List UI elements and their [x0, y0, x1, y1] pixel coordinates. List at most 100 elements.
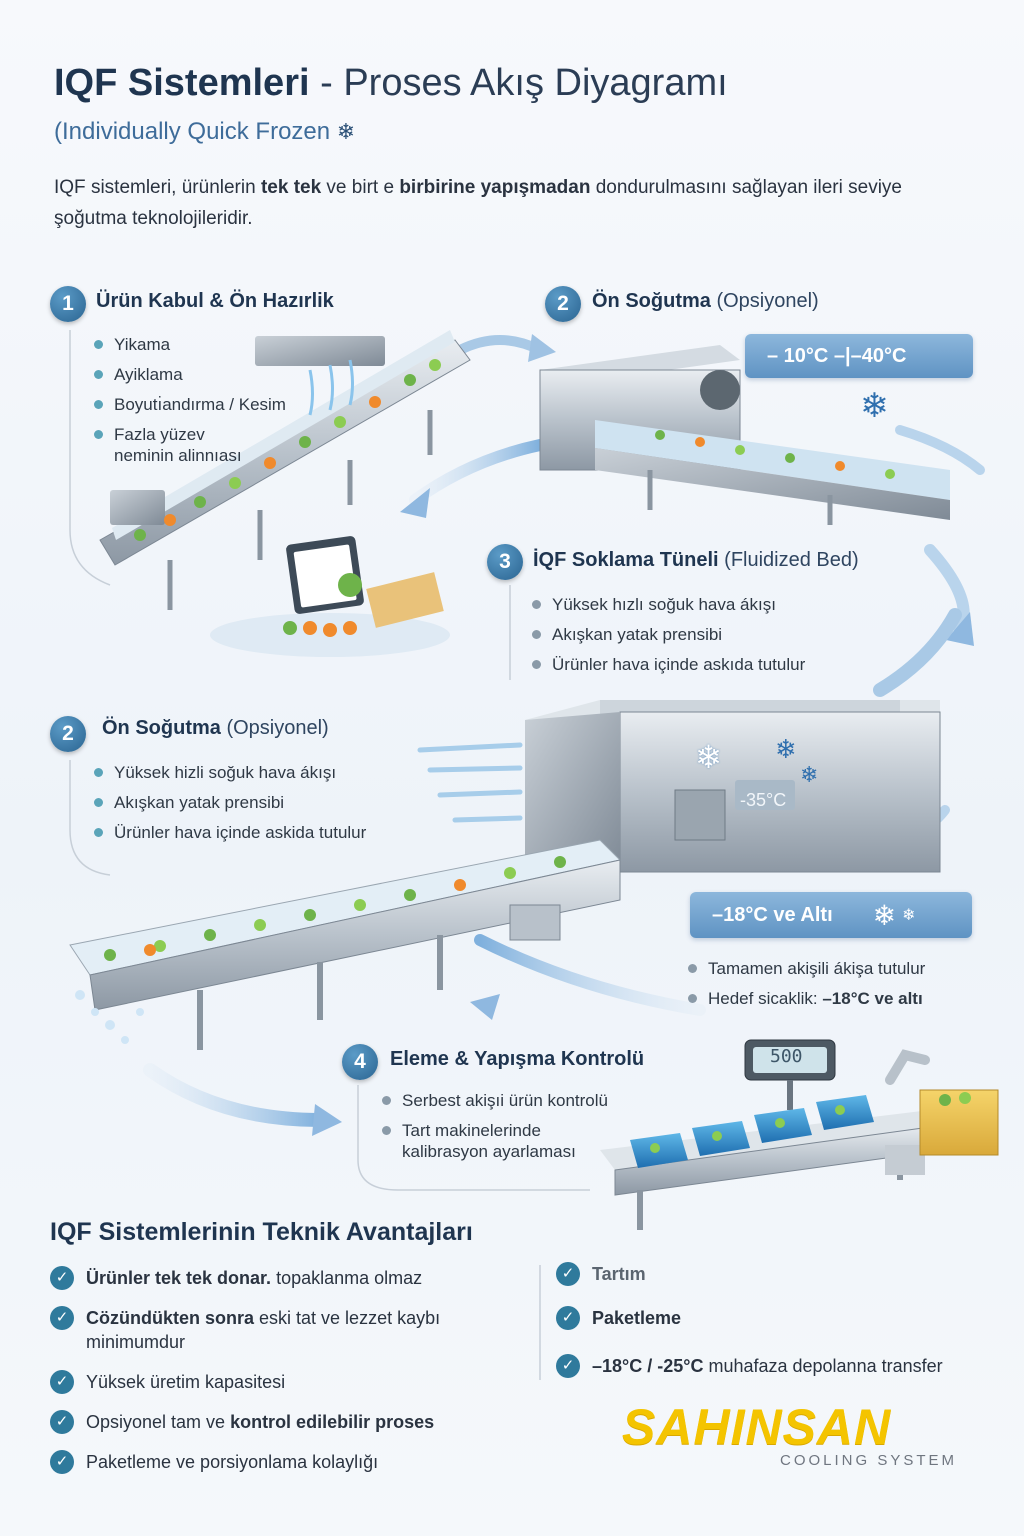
advantage-item: ✓ Tartım	[556, 1262, 1016, 1286]
advantage-text: Yüksek üretim kapasitesi	[86, 1372, 286, 1392]
check-icon: ✓	[50, 1450, 74, 1474]
snowflake-icon: ❄	[336, 119, 356, 144]
iqf-tunnel	[525, 700, 941, 873]
step-2-mid-title-bold: Ön Soğutma	[102, 717, 221, 739]
advantage-text: Paketleme ve porsiyonlama kolaylığı	[86, 1452, 379, 1472]
step-2-top-title-bold: Ön Soğutma	[592, 290, 711, 312]
clipboard-produce	[210, 536, 450, 657]
target-value: –18°C ve altı	[822, 989, 923, 1008]
frozen-temp-text: –18°C ve Altı	[712, 903, 833, 926]
step-4-badge: 4	[342, 1044, 378, 1080]
intro-part-3: dondurulmasını sağlayan ileri seviye şoğ…	[54, 177, 902, 229]
scale-reading: 500	[770, 1046, 803, 1067]
advantage-text: Tartım	[592, 1264, 646, 1284]
advantage-rest: eski tat ve lezzet kaybı minimumdur	[86, 1308, 441, 1352]
step-3-title-bold: İQF Soklama Tüneli	[533, 549, 719, 571]
step-2-mid-badge: 2	[50, 716, 86, 752]
frozen-bullets: Tamamen akişili ákişa tutulur Hedef sica…	[686, 958, 986, 1018]
advantage-bold: Ürünler tek tek donar.	[86, 1268, 272, 1288]
step-4-bullet: Tart makinelerinde kalibrasyon ayarlamas…	[380, 1120, 610, 1162]
precool-temp-text: – 10°C –|–40°C	[767, 344, 907, 367]
advantage-rest: topaklanma olmaz	[271, 1268, 423, 1288]
flow-arrow-right-up	[873, 608, 962, 697]
step-2-mid-title: Ön Soğutma (Opsiyonel)	[102, 717, 329, 740]
precool-temp-badge: – 10°C –|–40°C	[745, 334, 973, 378]
ice-crystals	[75, 990, 144, 1044]
intro-bold-2: birbirine yapışmadan	[399, 177, 591, 198]
check-icon: ✓	[50, 1410, 74, 1434]
flow-arrow-return-top	[400, 439, 546, 518]
tunnel-temp-panel	[735, 780, 795, 810]
vegetable-pieces-2	[104, 856, 566, 961]
intro-part-2: ve birt e	[321, 177, 400, 198]
step-1-bullet: Fazla yüzev neminin alinnıası	[92, 424, 264, 466]
advantage-bold: kontrol edilebilir proses	[230, 1412, 435, 1432]
advantage-pre: Opsiyonel tam ve	[86, 1412, 231, 1432]
advantages-right-list: ✓ Tartım ✓ Paketleme ✓ –18°C / -25°C muh…	[556, 1262, 1016, 1378]
step-1-title: Ürün Kabul & Ön Hazırlik	[96, 290, 334, 313]
advantage-item: ✓ Yüksek üretim kapasitesi	[50, 1370, 520, 1394]
brand-logo: SAHINSAN	[622, 1399, 892, 1455]
step-2-mid-title-muted: (Opsiyonel)	[226, 717, 329, 739]
cold-air-streaks	[417, 742, 523, 823]
step-3-title: İQF Soklama Tüneli (Fluidized Bed)	[533, 549, 859, 572]
step-4-title: Eleme & Yapışma Kontrolü	[390, 1048, 644, 1071]
step-4-bullet: Serbest akişıi ürün kontrolü	[380, 1090, 610, 1111]
step-3-bullet: Yüksek hızlı soğuk hava ákışı	[530, 594, 890, 615]
title-bold: IQF Sistemleri	[54, 62, 310, 104]
advantage-text: Cözündükten sonra eski tat ve lezzet kay…	[86, 1306, 506, 1354]
flow-arrow-right-down	[895, 425, 985, 646]
advantage-bold: –18°C / -25°C	[592, 1356, 704, 1376]
advantage-item: ✓ Cözündükten sonra eski tat ve lezzet k…	[50, 1306, 520, 1354]
step-3-badge: 3	[487, 544, 523, 580]
step-2-top-title-muted: (Opsiyonel)	[716, 290, 819, 312]
step-1-title-text: Ürün Kabul & Ön Hazırlik	[96, 290, 334, 312]
snowflake-icon: ❄	[775, 734, 797, 764]
step-3-bullet: Ürünler hava içinde askıda tutulur	[530, 654, 890, 675]
target-prefix: Hedef sicaklik:	[708, 989, 823, 1008]
packaging-trays	[630, 1095, 874, 1168]
snowflake-icon: ❄	[695, 739, 722, 775]
step-2-mid-bullet: Yüksek hizli soğuk hava ákışı	[92, 762, 432, 783]
snowflake-icon: ❄	[872, 899, 897, 931]
step-2-mid-bullet: Akışkan yatak prensibi	[92, 792, 432, 813]
intro-bold-1: tek tek	[260, 177, 322, 198]
precooling-machine	[539, 345, 950, 525]
advantages-left-list: ✓ Ürünler tek tek donar. topaklanma olma…	[50, 1266, 520, 1474]
advantage-text: Opsiyonel tam ve kontrol edilebilir pros…	[86, 1410, 434, 1434]
subtitle: (Individually Quick Frozen ❄	[54, 118, 355, 146]
flow-arrow-1-2	[455, 334, 556, 362]
advantage-item: ✓ Paketleme ve porsiyonlama kolaylığı	[50, 1450, 520, 1474]
advantages-title: IQF Sistemlerinin Teknik Avantajları	[50, 1218, 473, 1246]
output-conveyor	[69, 839, 622, 1050]
step-4-bullets: Serbest akişıi ürün kontrolü Tart makine…	[380, 1090, 610, 1171]
advantage-bold: Cözündükten sonra	[86, 1308, 255, 1328]
step-3-title-muted: (Fluidized Bed)	[724, 549, 859, 571]
step-2-top-title: Ön Soğutma (Opsiyonel)	[592, 290, 819, 313]
subtitle-text: (Individually Quick Frozen	[54, 118, 331, 145]
check-icon: ✓	[50, 1266, 74, 1290]
intro-part-1: IQF sistemleri, ürünlerin	[54, 177, 261, 198]
tunnel-temp-label: -35°C	[740, 790, 787, 810]
snowflake-icon: ❄	[902, 907, 916, 924]
check-icon: ✓	[556, 1306, 580, 1330]
step-1-badge: 1	[50, 286, 86, 322]
step-2-top-badge: 2	[545, 286, 581, 322]
frozen-temp-badge: –18°C ve Altı ❄ ❄	[690, 892, 972, 938]
advantage-item: ✓ –18°C / -25°C muhafaza depolanna trans…	[556, 1354, 1016, 1378]
step-2-mid-bullet: Ürünler hava içinde askida tutulur	[92, 822, 432, 843]
step-1-bullet: Yikama	[92, 334, 312, 355]
flow-arrow-bottom-left	[143, 1063, 342, 1136]
step-3-bullet: Akışkan yatak prensibi	[530, 624, 890, 645]
inclined-conveyor	[99, 330, 471, 610]
snowflake-icon: ❄	[800, 762, 819, 787]
check-icon: ✓	[556, 1354, 580, 1378]
step-2-mid-bullets: Yüksek hizli soğuk hava ákışı Akışkan ya…	[92, 762, 432, 852]
step-1-bullet: Ayiklama	[92, 364, 312, 385]
step-1-bullets: Yikama Ayiklama Boyutı̇andırma / Kesim F…	[92, 334, 312, 475]
scale-display	[753, 1047, 827, 1073]
advantage-item: ✓ Opsiyonel tam ve kontrol edilebilir pr…	[50, 1410, 520, 1434]
intro-text: IQF sistemleri, ürünlerin tek tek ve bir…	[54, 172, 914, 234]
check-icon: ✓	[50, 1306, 74, 1330]
